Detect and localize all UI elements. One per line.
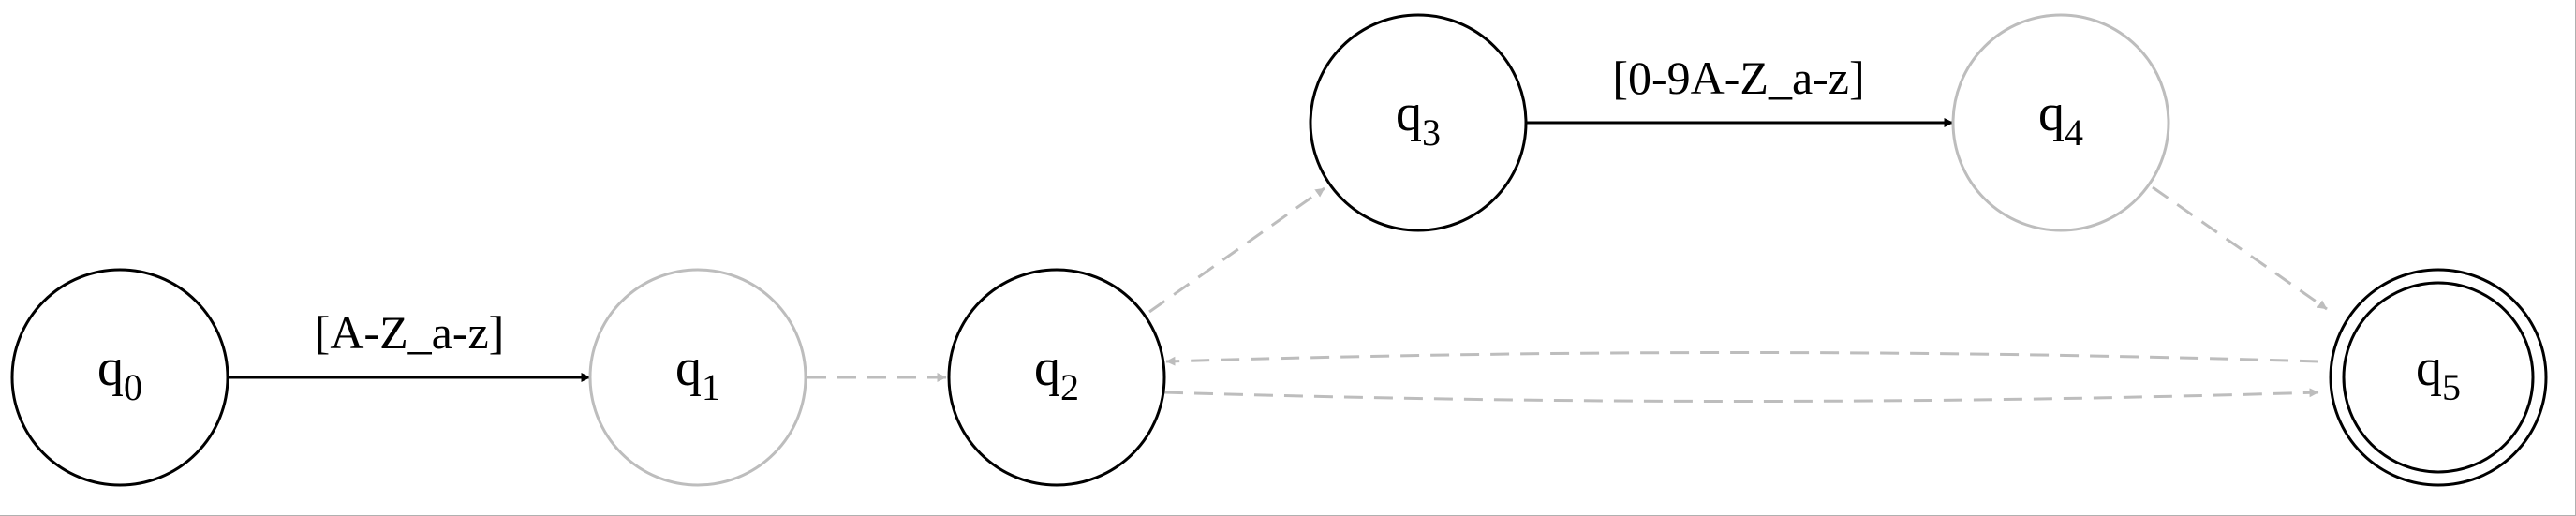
state-label-base: q [2038, 84, 2065, 142]
state-label-subscript: 5 [2442, 366, 2461, 408]
state-label-q5: q5 [2416, 339, 2461, 408]
state-label-q2: q2 [1034, 339, 1079, 408]
state-circle-q0 [10, 268, 229, 487]
transition-q2-to-q3 [1148, 186, 1325, 314]
transition-q2-to-q5 [1163, 388, 2319, 403]
transition-label-q0-to-q1: [A-Z_a-z] [315, 306, 505, 359]
accepting-ring-q5 [2342, 281, 2535, 474]
state-label-base: q [675, 339, 702, 397]
state-circle-q2 [947, 268, 1166, 487]
state-label-base: q [97, 339, 124, 397]
state-label-subscript: 2 [1060, 366, 1079, 408]
state-circle-q4 [1951, 13, 2170, 232]
state-label-subscript: 0 [124, 366, 142, 408]
state-circle-q5 [2329, 268, 2548, 487]
edge-labels-layer: [A-Z_a-z] [0-9A-Z_a-z] [315, 52, 1865, 359]
state-label-subscript: 1 [702, 366, 720, 408]
state-label-q1: q1 [675, 339, 720, 408]
state-label-base: q [1034, 339, 1060, 397]
state-q2: q2 [947, 268, 1166, 487]
state-label-q4: q4 [2038, 84, 2083, 154]
transition-q5-to-q2 [1165, 351, 2319, 366]
state-label-base: q [2416, 339, 2442, 397]
transitions-layer [229, 118, 2328, 403]
state-q3: q3 [1309, 13, 1528, 232]
state-q5: q5 [2329, 268, 2548, 487]
state-q0: q0 [10, 268, 229, 487]
transition-label-q3-to-q4: [0-9A-Z_a-z] [1612, 52, 1864, 104]
state-circle-q3 [1309, 13, 1528, 232]
state-label-q0: q0 [97, 339, 142, 408]
state-label-subscript: 3 [1422, 111, 1441, 154]
state-label-q3: q3 [1396, 84, 1441, 154]
state-q1: q1 [588, 268, 807, 487]
state-circle-q1 [588, 268, 807, 487]
state-label-base: q [1396, 84, 1422, 142]
state-q4: q4 [1951, 13, 2170, 232]
transition-q4-to-q5 [2152, 185, 2328, 311]
state-label-subscript: 4 [2065, 111, 2083, 154]
